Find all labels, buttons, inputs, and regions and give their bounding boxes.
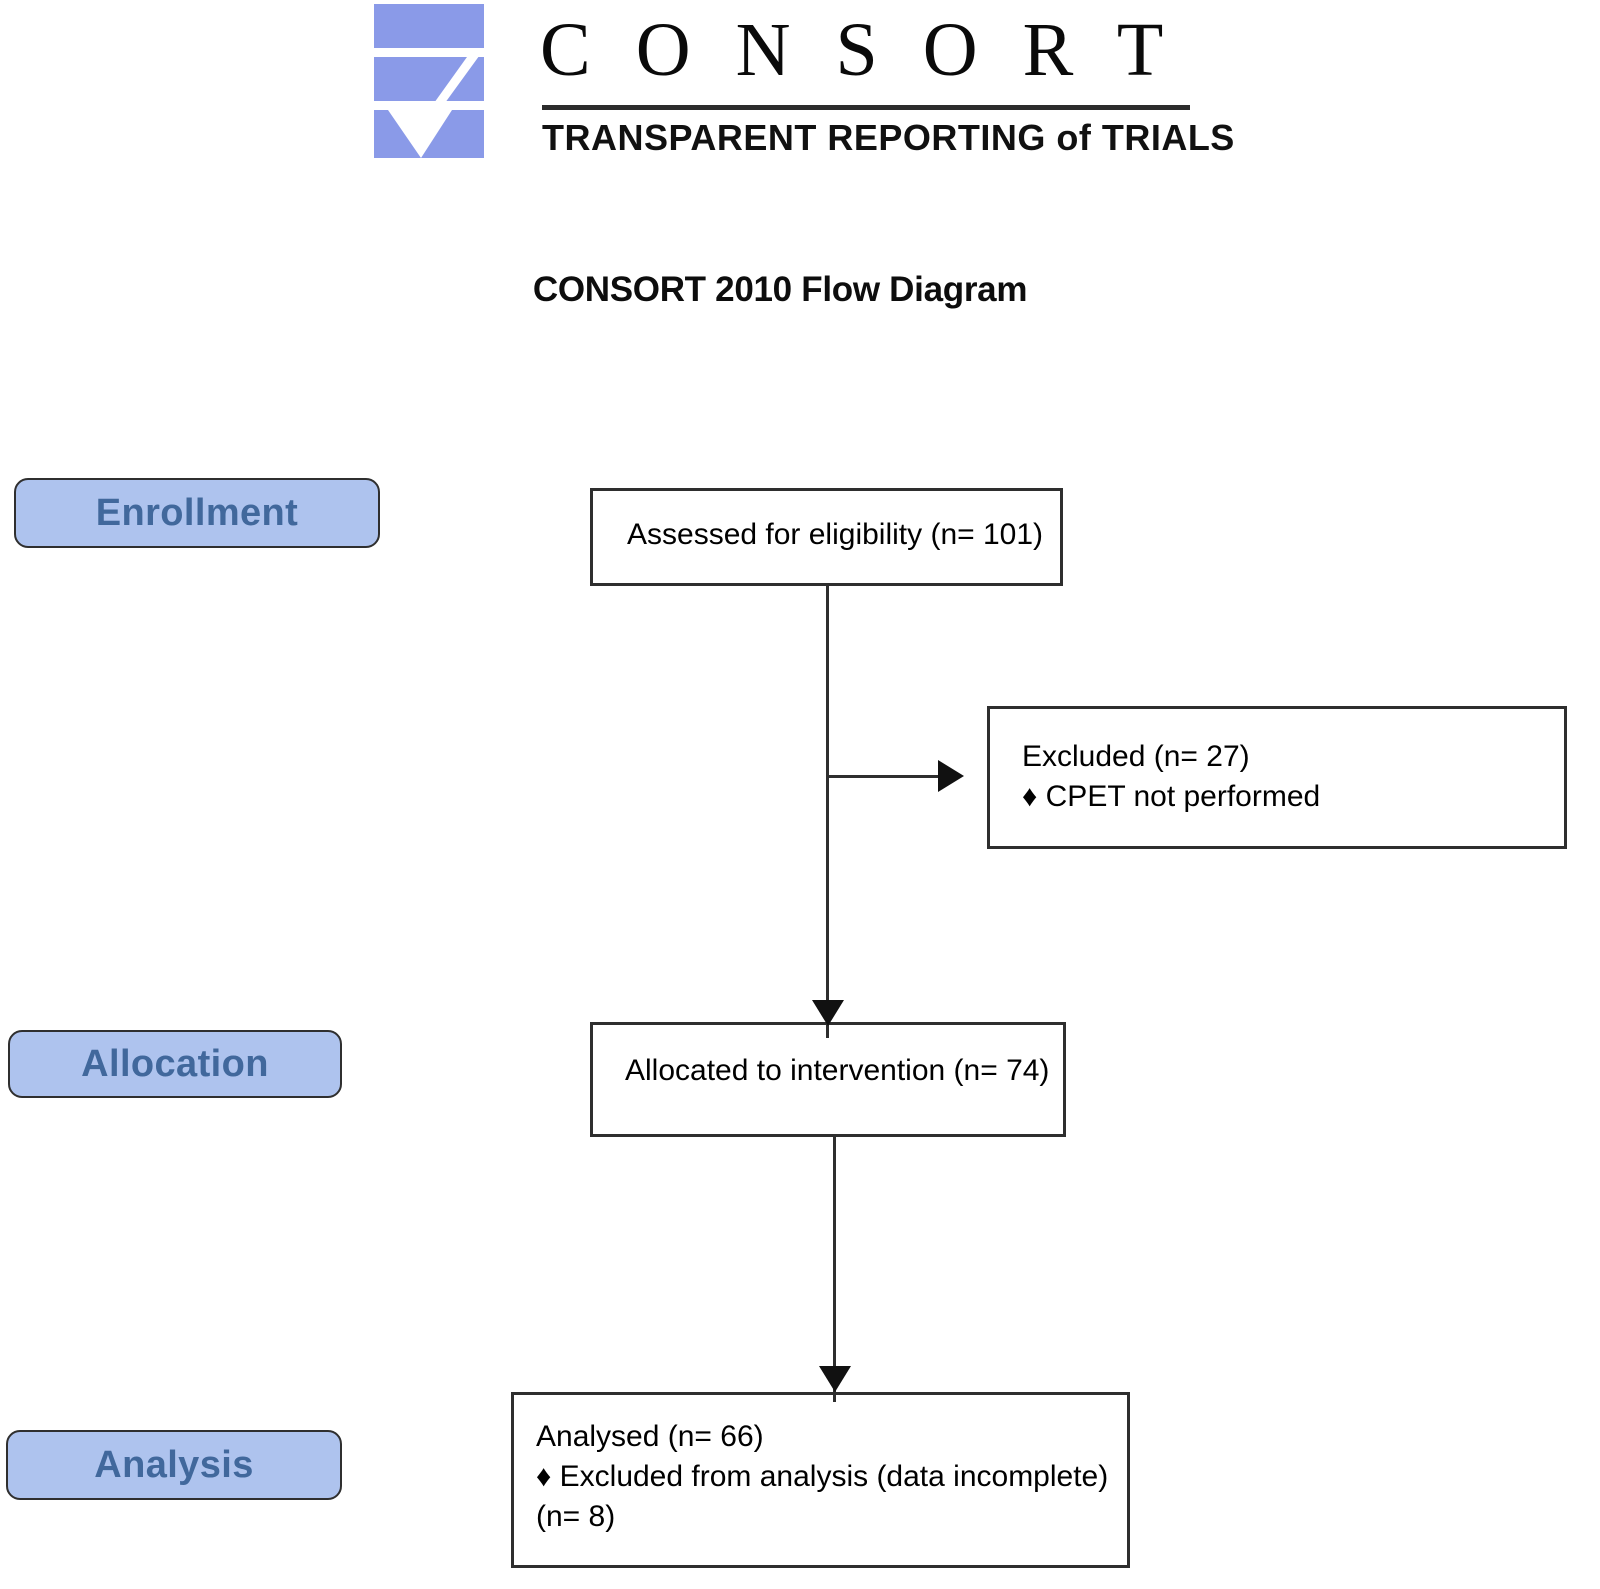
consort-logo-mark-icon [374, 4, 484, 158]
flow-box-allocated-to-intervention: Allocated to intervention (n= 74) [590, 1022, 1066, 1137]
connector-allocated-to-analysed [833, 1137, 836, 1402]
flow-box-analysed: Analysed (n= 66) ♦ Excluded from analysi… [511, 1392, 1130, 1568]
consort-logo: C O N S O R T TRANSPARENT REPORTING of T… [374, 4, 1234, 169]
stage-label-enrollment: Enrollment [14, 478, 380, 548]
arrow-right-icon-to-excluded [938, 760, 964, 792]
connector-eligibility-to-allocated [826, 586, 829, 1038]
arrow-down-icon-to-allocated [812, 1000, 844, 1026]
stage-label-allocation: Allocation [8, 1030, 342, 1098]
flow-box-eligibility-line-1: Assessed for eligibility (n= 101) [627, 518, 1044, 551]
connector-eligibility-to-excluded [826, 775, 941, 778]
stage-label-enrollment-text: Enrollment [95, 491, 299, 534]
stage-label-allocation-text: Allocation [81, 1042, 269, 1085]
flow-box-assessed-for-eligibility: Assessed for eligibility (n= 101) [590, 488, 1063, 586]
flow-box-excluded-line-1: Excluded (n= 27) [1022, 740, 1250, 773]
logo-divider-rule [542, 105, 1190, 110]
flow-box-analysed-line-2: ♦ Excluded from analysis (data incomplet… [536, 1460, 1109, 1493]
consort-tagline: TRANSPARENT REPORTING of TRIALS [542, 117, 1235, 158]
stage-label-analysis-text: Analysis [94, 1443, 254, 1486]
consort-wordmark: C O N S O R T [540, 8, 1177, 92]
flow-box-analysed-line-3: (n= 8) [536, 1500, 616, 1533]
stage-label-analysis: Analysis [6, 1430, 342, 1500]
flow-box-allocated-line-1: Allocated to intervention (n= 74) [625, 1054, 1050, 1087]
page-title: CONSORT 2010 Flow Diagram [532, 270, 1028, 309]
flow-box-analysed-line-1: Analysed (n= 66) [536, 1420, 764, 1453]
arrow-down-icon-to-analysed [819, 1366, 851, 1392]
flow-box-excluded: Excluded (n= 27) ♦ CPET not performed [987, 706, 1567, 849]
flow-box-excluded-line-2: ♦ CPET not performed [1022, 780, 1321, 813]
